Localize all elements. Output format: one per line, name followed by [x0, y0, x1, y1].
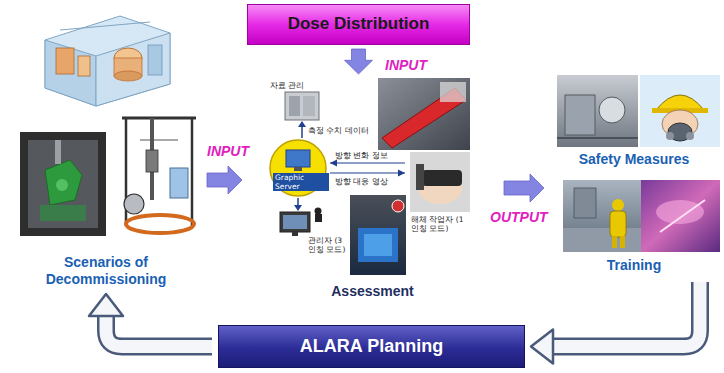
- arrow-head: [89, 294, 123, 316]
- flow-connector: [345, 49, 373, 74]
- block-arrow: [504, 174, 544, 202]
- safety-panel: Safety Measures: [548, 70, 720, 170]
- server-label: Graphic Server: [273, 173, 329, 191]
- training-illustration: [563, 180, 720, 252]
- node-text: Dose Distribution: [288, 14, 430, 34]
- arrow-outline: [553, 282, 700, 347]
- planning-box: ALARA Planning: [218, 325, 525, 368]
- data-label: 관리자 (3인칭 모드): [308, 236, 350, 254]
- block-arrow: [345, 49, 373, 74]
- arrow-body: [553, 282, 700, 347]
- flow-label: INPUT: [385, 57, 427, 73]
- data-label: 방향 변화 정보: [335, 151, 388, 160]
- node-text: Scenarios of Decommissioning: [26, 254, 186, 290]
- flow-label: INPUT: [207, 143, 249, 159]
- title-box: Dose Distribution: [247, 4, 470, 45]
- arrow-body: [106, 316, 212, 347]
- flow-connector: [531, 282, 700, 364]
- decommissioning-equipment-illustration: [20, 118, 196, 236]
- flow-label: OUTPUT: [490, 209, 548, 225]
- node-text: ALARA Planning: [300, 336, 443, 358]
- scenario-panel: Scenarios of Decommissioning: [8, 15, 204, 290]
- reactor-building-illustration: [45, 16, 170, 106]
- node-text: Safety Measures: [579, 151, 690, 170]
- flow-connector: [207, 166, 242, 194]
- training-panel: Training: [548, 176, 720, 276]
- block-arrow: [207, 166, 242, 194]
- flow-connector: [504, 174, 544, 202]
- arrow-outline: [106, 316, 212, 347]
- safety-illustration: [557, 75, 720, 147]
- data-label: 해체 작업자 (1인칭 모드): [411, 215, 471, 233]
- data-label: 자료 관리: [270, 81, 304, 90]
- data-label: 방향 대응 영상: [335, 177, 388, 186]
- node-text: Training: [607, 257, 661, 276]
- assessment-illustration: [270, 78, 470, 275]
- node-text: Assessment: [331, 283, 414, 302]
- data-label: 측정 수치 데이터: [308, 126, 369, 135]
- flow-connector: [89, 294, 212, 347]
- arrow-head: [531, 330, 553, 364]
